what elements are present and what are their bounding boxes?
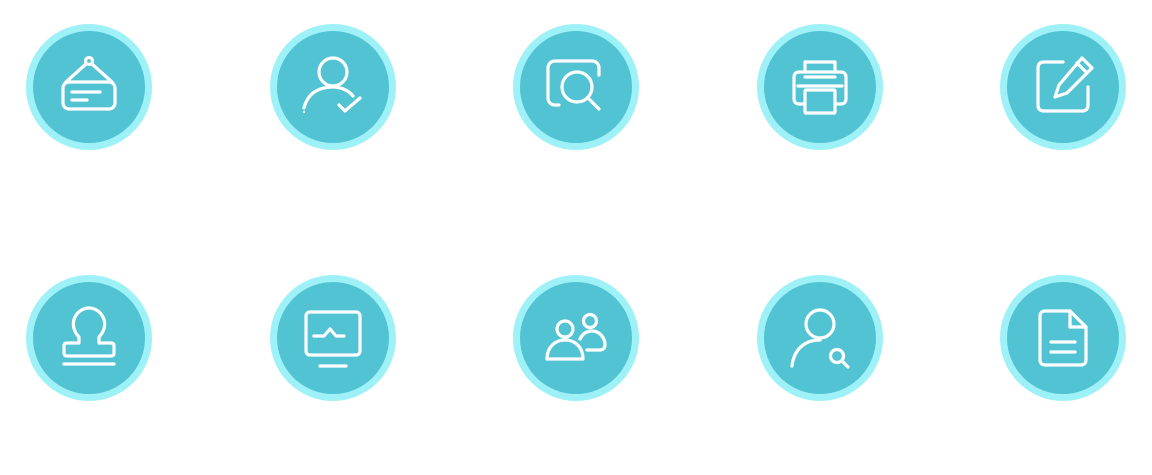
monitor-pulse-button[interactable] — [270, 275, 396, 401]
user-check-icon — [302, 56, 362, 114]
printer-icon — [792, 60, 848, 115]
zoom-search-icon — [546, 59, 601, 111]
zoom-search-button[interactable] — [513, 24, 639, 150]
printer-button[interactable] — [757, 24, 883, 150]
user-search-icon — [790, 308, 850, 369]
user-check-button[interactable] — [270, 24, 396, 150]
stamp-button[interactable] — [26, 275, 152, 401]
monitor-pulse-icon — [304, 310, 362, 368]
users-group-icon — [545, 312, 607, 361]
document-button[interactable] — [1000, 275, 1126, 401]
edit-note-icon — [1036, 56, 1094, 113]
hanging-sign-button[interactable] — [26, 24, 152, 150]
users-group-button[interactable] — [513, 275, 639, 401]
edit-note-button[interactable] — [1000, 24, 1126, 150]
user-search-button[interactable] — [757, 275, 883, 401]
hanging-sign-icon — [61, 55, 117, 111]
stamp-icon — [62, 306, 116, 366]
document-icon — [1038, 309, 1088, 367]
